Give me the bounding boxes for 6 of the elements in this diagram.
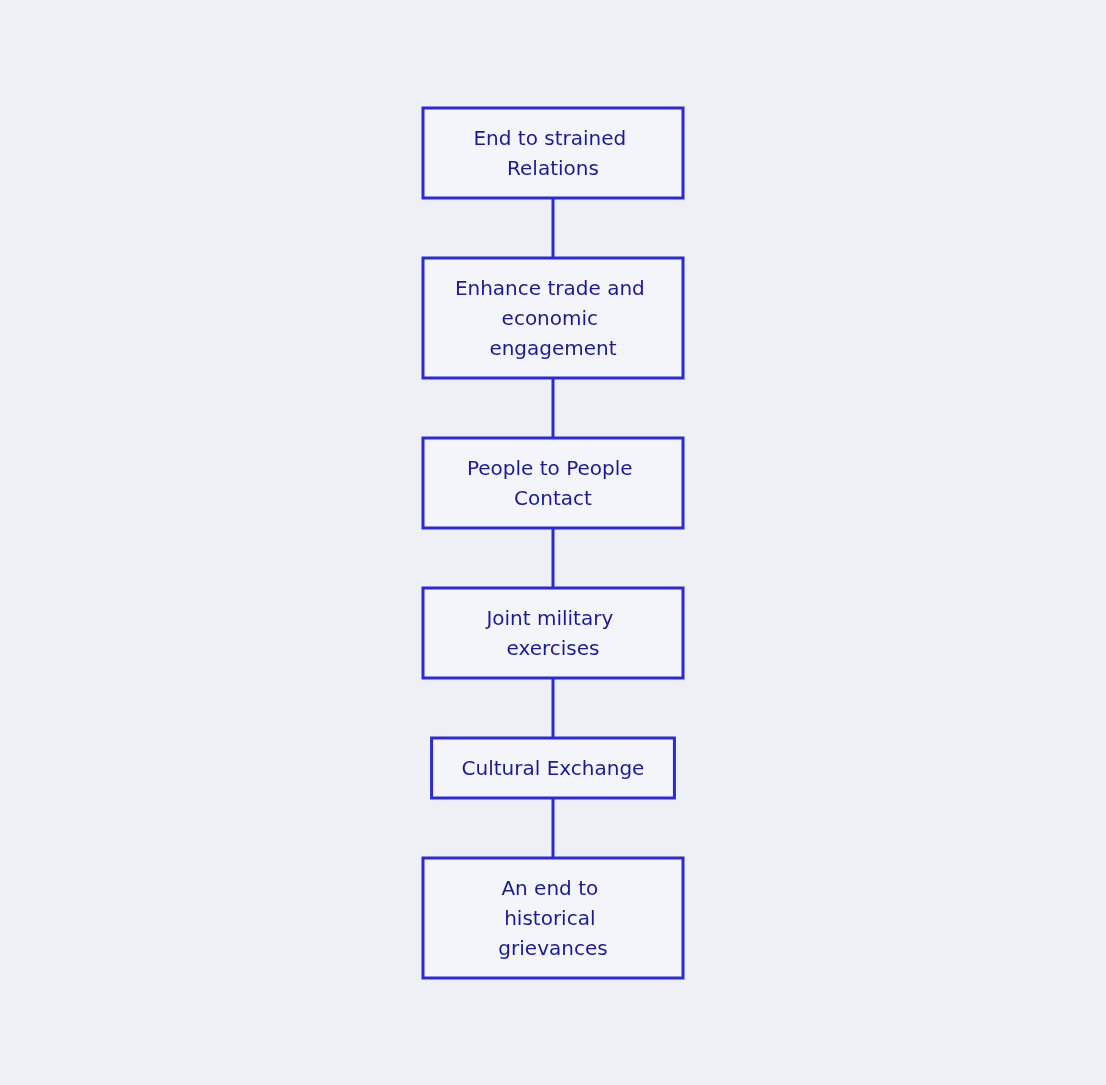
node-box: People to People Contact — [421, 436, 685, 529]
node-box: Cultural Exchange — [430, 736, 676, 799]
node-box: Joint military exercises — [421, 586, 685, 679]
node-box: An end to historical grievances — [421, 856, 685, 979]
node-box: Enhance trade and economic engagement — [421, 256, 685, 379]
node-box: End to strained Relations — [421, 106, 685, 199]
